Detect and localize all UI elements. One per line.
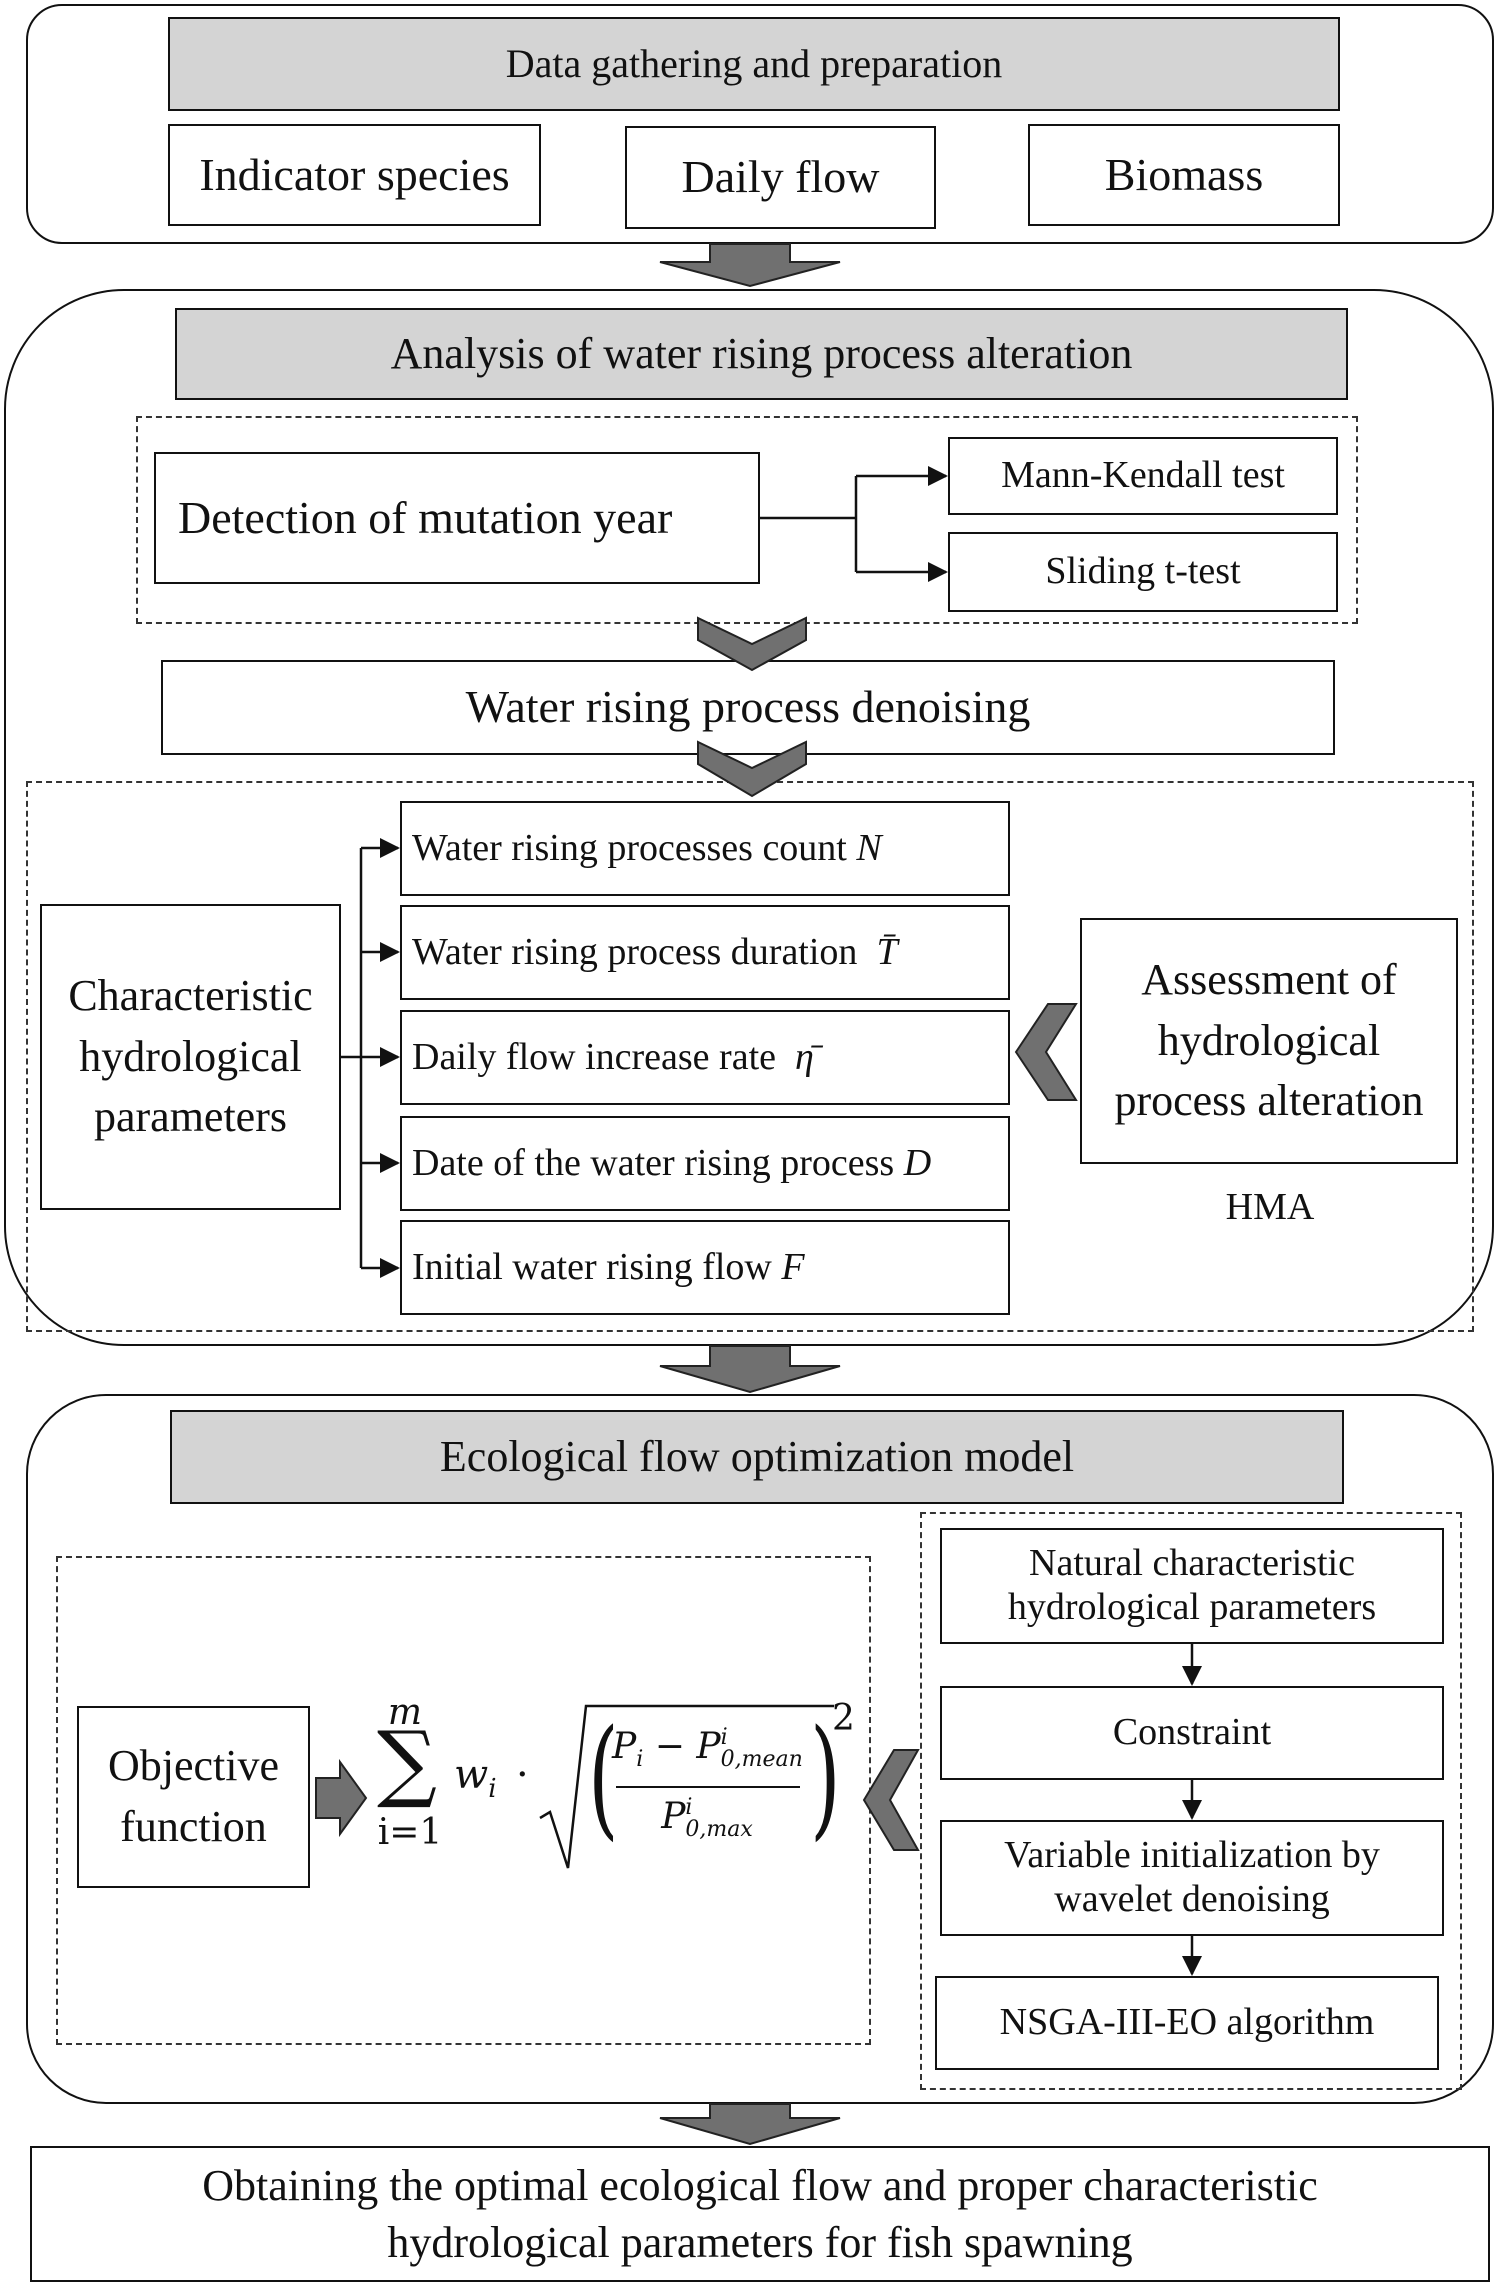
assessment-box: Assessment of hydrological process alter…: [1080, 918, 1458, 1164]
denominator-sup: i: [685, 1795, 693, 1820]
stage-arrow-3: [659, 2103, 841, 2146]
objective-function-box: Objective function: [77, 1706, 310, 1888]
stage2-title: Analysis of water rising process alterat…: [175, 308, 1348, 400]
parameter-duration-label: Water rising process duration: [412, 930, 858, 973]
objective-arrow: [315, 1758, 368, 1838]
radical-sign: [539, 1704, 834, 1869]
parameter-date-box: Date of the water rising process D: [400, 1116, 1010, 1211]
result-box: Obtaining the optimal ecological flow an…: [30, 2146, 1490, 2282]
weight-subscript: i: [488, 1774, 497, 1804]
natural-parameters-box: Natural characteristic hydrological para…: [940, 1528, 1444, 1644]
weight-symbol: w: [454, 1752, 489, 1798]
mean-p: P: [696, 1726, 721, 1767]
numerator-sub: i: [636, 1747, 644, 1773]
multiply-dot: ·: [516, 1752, 529, 1798]
parameter-count-label: Water rising processes count: [412, 826, 847, 869]
weight-term: wi: [454, 1752, 497, 1805]
denoising-box: Water rising process denoising: [161, 660, 1335, 755]
stage-arrow-1: [659, 243, 841, 288]
fraction-bar: [616, 1786, 800, 1788]
chevron-left-assessment: [1014, 1003, 1078, 1101]
stage1-title: Data gathering and preparation: [168, 17, 1340, 111]
characteristic-parameters-box: Characteristic hydrological parameters: [40, 904, 341, 1210]
parameters-tree-connector: [341, 838, 400, 1278]
sum-upper-limit: m: [387, 1692, 423, 1733]
parameter-rate-label: Daily flow increase rate: [412, 1035, 776, 1078]
optimization-steps-group: [920, 1512, 1462, 2090]
numerator-p: P: [612, 1726, 637, 1767]
variable-initialization-box: Variable initialization by wavelet denoi…: [940, 1820, 1444, 1936]
sum-symbol: ∑: [377, 1713, 437, 1811]
parameter-duration-symbol: T̄: [876, 930, 898, 973]
right-paren: ): [810, 1701, 841, 1853]
mutation-detection-group: [136, 416, 1358, 624]
parameter-flow-symbol: F: [781, 1245, 805, 1288]
parameter-duration-box: Water rising process duration T̄: [400, 905, 1010, 1000]
parameter-count-box: Water rising processes count N: [400, 801, 1010, 896]
chevron-left-steps: [862, 1749, 920, 1851]
parameter-count-symbol: N: [856, 826, 882, 869]
left-paren: (: [588, 1701, 619, 1853]
denominator-sub: 0,max: [685, 1817, 753, 1842]
sum-lower-limit: i=1: [377, 1812, 443, 1853]
mean-sup: i: [720, 1725, 728, 1750]
minus-sign: −: [654, 1726, 685, 1767]
biomass-box: Biomass: [1028, 124, 1340, 226]
mann-kendall-box: Mann-Kendall test: [948, 437, 1338, 515]
stage-arrow-2: [659, 1345, 841, 1394]
chevron-down-2: [697, 740, 807, 798]
parameter-flow-box: Initial water rising flow F: [400, 1220, 1010, 1315]
nsga-algorithm-box: NSGA-III-EO algorithm: [935, 1976, 1439, 2070]
exponent: 2: [832, 1698, 855, 1739]
mean-sub: 0,mean: [720, 1747, 803, 1772]
parameter-rate-symbol: η̄: [795, 1035, 814, 1078]
sliding-t-test-box: Sliding t-test: [948, 532, 1338, 612]
chevron-down-1: [697, 616, 807, 672]
constraint-box: Constraint: [940, 1686, 1444, 1780]
hma-label: HMA: [1225, 1186, 1315, 1228]
denominator-p: P: [661, 1796, 686, 1837]
parameter-flow-label: Initial water rising flow: [412, 1245, 772, 1288]
mutation-tree-connector: [760, 466, 948, 582]
parameter-date-symbol: D: [903, 1141, 932, 1184]
indicator-species-box: Indicator species: [168, 124, 541, 226]
daily-flow-box: Daily flow: [625, 126, 936, 229]
mutation-year-box: Detection of mutation year: [154, 452, 760, 584]
parameter-rate-box: Daily flow increase rate η̄: [400, 1010, 1010, 1105]
stage3-title: Ecological flow optimization model: [170, 1410, 1344, 1504]
parameter-date-label: Date of the water rising process: [412, 1141, 895, 1184]
